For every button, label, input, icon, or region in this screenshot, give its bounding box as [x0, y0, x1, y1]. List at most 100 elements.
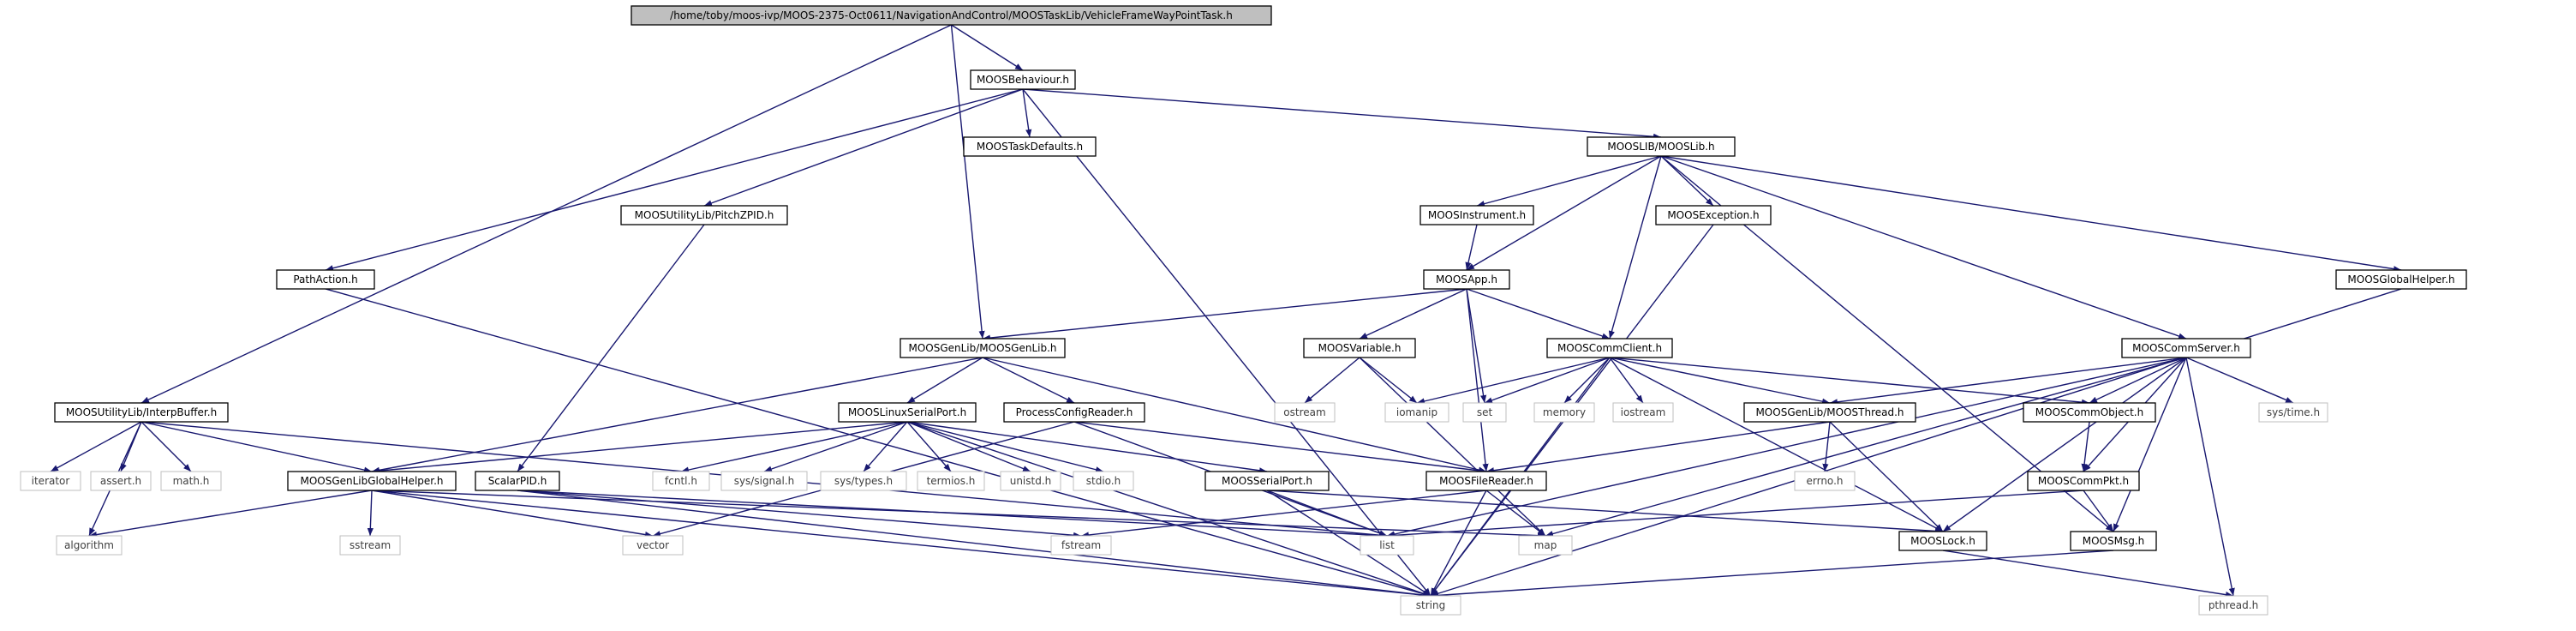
node-box-pthread [2198, 595, 2268, 616]
node-box-instrument [1419, 205, 1534, 225]
node-box-math [160, 471, 222, 491]
node-box-variable [1303, 338, 1416, 358]
node-app[interactable]: MOOSApp.h [1423, 269, 1510, 290]
edge-commclient-to-memory [1563, 357, 1611, 404]
edge-behaviour-to-taskdef [1022, 88, 1032, 138]
node-label-thread: MOOSGenLib/MOOSThread.h [1755, 406, 1904, 418]
edge-genlibglobal-to-vector [371, 490, 654, 538]
edge-linuxserial-to-fcntl [680, 421, 908, 473]
edge-behaviour-to-mooslib [1022, 88, 1662, 140]
node-box-algorithm [56, 535, 123, 556]
node-label-pthread: pthread.h [2208, 599, 2258, 611]
edge-interp-to-genlibglobal [140, 421, 373, 473]
node-box-serialport [1204, 471, 1330, 491]
edge-pitchzpid-to-scalarpid [517, 224, 705, 472]
edge-instrument-to-app [1465, 224, 1478, 271]
node-label-vector: vector [637, 539, 669, 551]
node-box-unistd [1000, 471, 1061, 491]
node-thread[interactable]: MOOSGenLib/MOOSThread.h [1743, 402, 1916, 423]
node-globalhelper[interactable]: MOOSGlobalHelper.h [2335, 269, 2467, 290]
node-interp[interactable]: MOOSUtilityLib/InterpBuffer.h [54, 402, 229, 423]
node-commserver[interactable]: MOOSCommServer.h [2121, 338, 2251, 358]
node-box-behaviour [970, 69, 1076, 90]
edge-serialport-to-lock [1266, 490, 1944, 535]
node-label-map: map [1534, 539, 1557, 551]
edge-variable-to-ostream [1304, 357, 1360, 404]
edge-commserver-to-pthread [2185, 357, 2235, 597]
node-box-systime [2258, 402, 2328, 423]
node-box-iterator [20, 471, 81, 491]
node-label-fstream: fstream [1061, 539, 1101, 551]
edges-layer [50, 24, 2402, 598]
edge-genlibglobal-to-sstream [367, 490, 374, 537]
node-label-exception: MOOSException.h [1667, 209, 1759, 221]
edge-commclient-to-iostream [1609, 357, 1644, 404]
node-box-vector [622, 535, 684, 556]
node-serialport[interactable]: MOOSSerialPort.h [1204, 471, 1330, 491]
node-filereader[interactable]: MOOSFileReader.h [1425, 471, 1547, 491]
node-variable[interactable]: MOOSVariable.h [1303, 338, 1416, 358]
edge-commserver-to-map [1545, 357, 2187, 538]
edge-linuxserial-to-termios [906, 421, 952, 472]
node-label-variable: MOOSVariable.h [1318, 342, 1402, 354]
edge-filereader-to-fstream [1080, 490, 1487, 538]
node-label-taskdef: MOOSTaskDefaults.h [977, 141, 1083, 153]
node-exception[interactable]: MOOSException.h [1655, 205, 1772, 225]
node-msg[interactable]: MOOSMsg.h [2070, 531, 2157, 551]
node-box-interp [54, 402, 229, 423]
node-label-fcntl: fcntl.h [665, 475, 697, 487]
node-commobject[interactable]: MOOSCommObject.h [2023, 402, 2156, 423]
node-label-genlib: MOOSGenLib/MOOSGenLib.h [908, 342, 1056, 354]
node-label-filereader: MOOSFileReader.h [1439, 475, 1533, 487]
node-genlib[interactable]: MOOSGenLib/MOOSGenLib.h [900, 338, 1066, 358]
node-algorithm: algorithm [56, 535, 123, 556]
edge-genlib-to-linuxserial [906, 357, 983, 404]
node-unistd: unistd.h [1000, 471, 1061, 491]
edge-app-to-variable [1359, 288, 1467, 340]
edge-commclient-to-set [1484, 357, 1611, 404]
node-processcfg[interactable]: ProcessConfigReader.h [1003, 402, 1145, 423]
node-label-set: set [1477, 406, 1493, 418]
edge-serialport-to-string [1266, 490, 1431, 597]
edge-filereader-to-string [1430, 490, 1487, 597]
node-lock[interactable]: MOOSLock.h [1898, 531, 1987, 551]
node-commclient[interactable]: MOOSCommClient.h [1546, 338, 1673, 358]
edge-scalarpid-to-fstream [517, 490, 1082, 538]
node-pathaction[interactable]: PathAction.h [276, 269, 375, 290]
node-taskdef[interactable]: MOOSTaskDefaults.h [963, 136, 1097, 157]
edge-commclient-to-thread [1609, 357, 1831, 405]
node-systypes: sys/types.h [820, 471, 907, 491]
edge-interp-to-math [140, 421, 192, 472]
edge-commserver-to-list [1386, 357, 2187, 538]
node-label-memory: memory [1543, 406, 1586, 418]
node-label-pitchzpid: MOOSUtilityLib/PitchZPID.h [635, 209, 774, 221]
edge-commserver-to-systime [2185, 357, 2294, 404]
node-box-signal [720, 471, 808, 491]
edge-root-to-interp [140, 24, 952, 404]
node-label-signal: sys/signal.h [734, 475, 795, 487]
edge-app-to-genlib [982, 288, 1467, 341]
edge-genlib-to-filereader [982, 357, 1487, 473]
node-vector: vector [622, 535, 684, 556]
node-mooslib[interactable]: MOOSLIB/MOOSLib.h [1587, 136, 1736, 157]
node-instrument[interactable]: MOOSInstrument.h [1419, 205, 1534, 225]
edge-thread-to-filereader [1485, 421, 1831, 474]
node-box-fcntl [652, 471, 710, 491]
node-pitchzpid[interactable]: MOOSUtilityLib/PitchZPID.h [620, 205, 788, 225]
node-root[interactable]: /home/toby/moos-ivp/MOOS-2375-Oct0611/Na… [631, 5, 1272, 26]
node-errno: errno.h [1794, 471, 1856, 491]
nodes-layer: /home/toby/moos-ivp/MOOS-2375-Oct0611/Na… [20, 5, 2467, 616]
edge-commserver-to-thread [1829, 357, 2187, 406]
node-box-thread [1743, 402, 1916, 423]
node-genlibglobal[interactable]: MOOSGenLibGlobalHelper.h [287, 471, 457, 491]
node-commpkt[interactable]: MOOSCommPkt.h [2027, 471, 2140, 491]
node-box-termios [917, 471, 985, 491]
edge-commserver-to-msg [2113, 357, 2187, 532]
node-label-behaviour: MOOSBehaviour.h [977, 74, 1069, 86]
node-behaviour[interactable]: MOOSBehaviour.h [970, 69, 1076, 90]
edge-genlibglobal-to-string [371, 490, 1431, 598]
node-box-globalhelper [2335, 269, 2467, 290]
node-linuxserial[interactable]: MOOSLinuxSerialPort.h [838, 402, 977, 423]
node-scalarpid[interactable]: ScalarPID.h [475, 471, 560, 491]
node-iostream: iostream [1612, 402, 1674, 423]
